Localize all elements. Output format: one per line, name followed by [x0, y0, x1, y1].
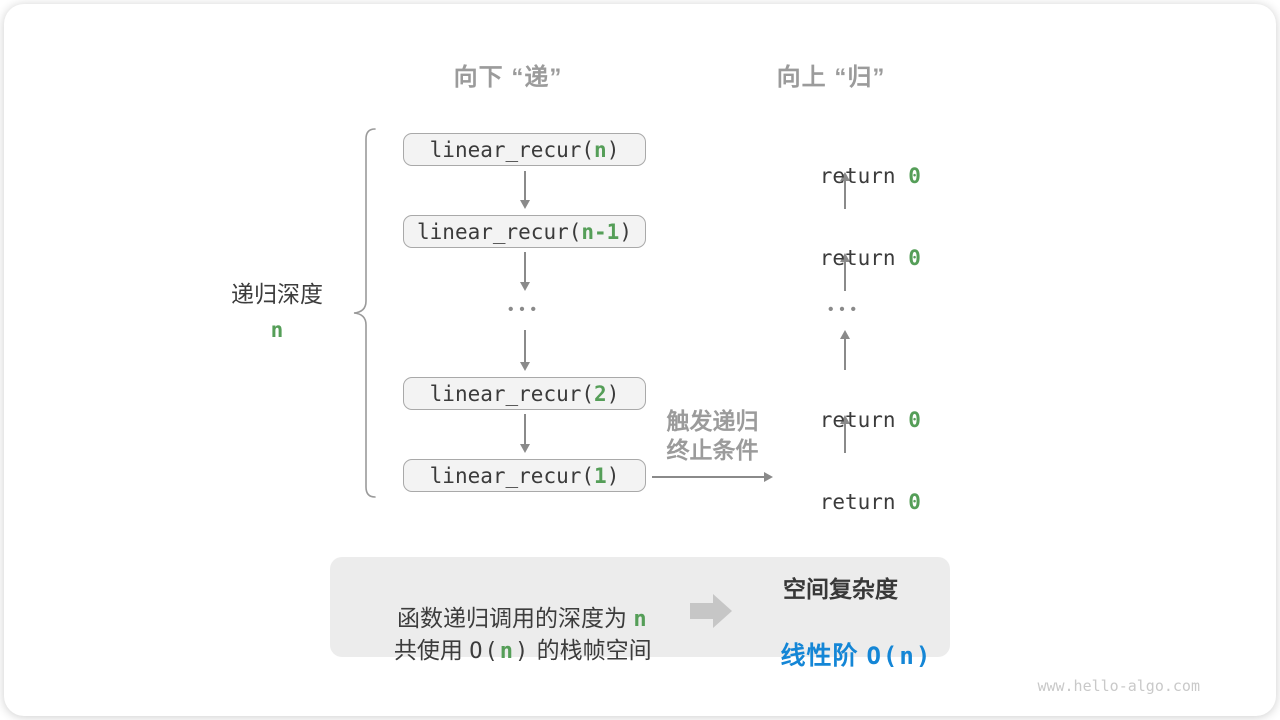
termination-label-line2: 终止条件	[666, 437, 759, 463]
summary-text: 共使用	[393, 637, 470, 663]
call-box-n-1: linear_recur(n-1)	[403, 215, 646, 248]
return-value: 0	[908, 164, 921, 188]
arrow-up-icon	[840, 415, 850, 453]
call-box-2: linear_recur(2)	[403, 377, 646, 410]
call-text: )	[619, 219, 632, 244]
arrow-up-icon	[840, 172, 850, 209]
arrow-down-icon	[520, 330, 530, 371]
summary-left-line2: 共使用 O(n) 的栈帧空间	[350, 613, 670, 689]
ellipsis-dots: •••	[828, 301, 862, 318]
complexity-order-label: 线性阶	[780, 642, 867, 670]
arrow-right-icon	[652, 472, 773, 482]
termination-label-line1: 触发递归	[666, 408, 759, 434]
arrow-down-icon	[520, 171, 530, 209]
return-statement: return 0	[745, 137, 945, 215]
call-text: linear_recur(	[429, 137, 595, 162]
ellipsis-dots: •••	[508, 301, 542, 318]
termination-label: 触发递归 终止条件	[640, 407, 785, 465]
block-arrow-icon	[713, 594, 732, 628]
return-statement: return 0	[745, 463, 945, 541]
call-text: linear_recur(	[429, 381, 595, 406]
return-value: 0	[908, 490, 921, 514]
return-value: 0	[908, 246, 921, 270]
summary-box	[330, 557, 950, 657]
space-complexity-value: 线性阶 O(n)	[728, 616, 953, 697]
call-text: linear_recur(	[429, 463, 595, 488]
summary-bigO: O(	[469, 639, 500, 664]
call-text: )	[606, 463, 620, 488]
return-statement: return 0	[745, 381, 945, 459]
brace-icon	[353, 128, 376, 498]
recursion-depth-value: n	[270, 318, 284, 342]
return-text: return	[819, 246, 909, 270]
summary-text: 函数递归调用的深度为	[396, 605, 634, 631]
summary-bigO: )	[515, 639, 531, 664]
call-arg: 2	[594, 381, 607, 406]
arrow-up-icon	[840, 330, 850, 370]
complexity-bigO: O(n)	[866, 642, 933, 670]
block-arrow-icon	[690, 603, 713, 619]
return-text: return	[819, 164, 909, 188]
recursion-depth-text: 递归深度	[231, 281, 323, 307]
summary-n: n	[633, 607, 649, 632]
summary-text: 的栈帧空间	[530, 637, 652, 663]
call-arg: n-1	[581, 219, 620, 244]
return-value: 0	[908, 408, 921, 432]
arrow-up-icon	[840, 253, 850, 291]
call-arg: 1	[594, 463, 607, 488]
return-statement: return 0	[745, 219, 945, 297]
call-text: )	[606, 137, 620, 162]
summary-n: n	[499, 639, 516, 664]
arrow-down-icon	[520, 252, 530, 291]
return-text: return	[819, 408, 909, 432]
recursion-depth-label: 递归深度 n	[212, 281, 342, 343]
call-text: )	[606, 381, 620, 406]
call-box-n: linear_recur(n)	[403, 133, 646, 166]
call-arg: n	[594, 137, 607, 162]
header-ascend: 向上 “归”	[776, 64, 886, 91]
arrow-down-icon	[520, 414, 530, 453]
summary-left-line1: 函数递归调用的深度为 n	[350, 581, 670, 657]
watermark: www.hello-algo.com	[1037, 677, 1200, 695]
call-text: linear_recur(	[417, 219, 582, 244]
header-descend: 向下 “递”	[453, 64, 563, 91]
space-complexity-title: 空间复杂度	[783, 576, 898, 602]
call-box-1: linear_recur(1)	[403, 459, 646, 492]
return-text: return	[819, 490, 909, 514]
